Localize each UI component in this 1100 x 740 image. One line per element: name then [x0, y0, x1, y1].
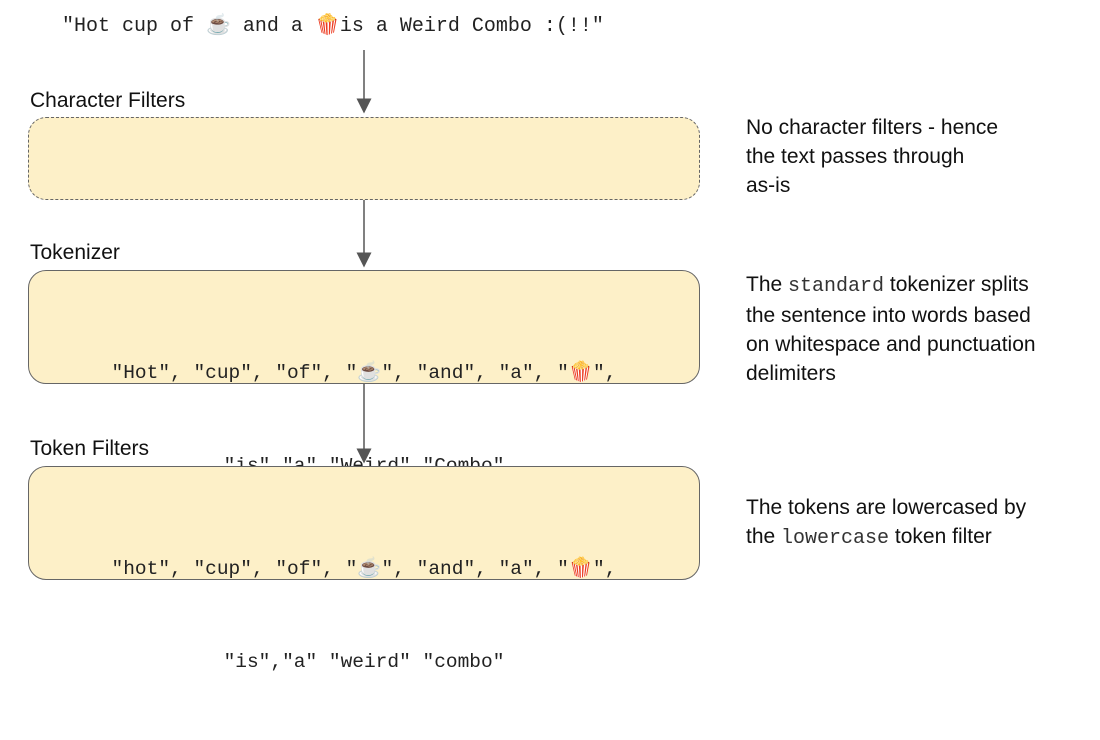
tokenizer-code-standard: standard: [788, 275, 885, 298]
token-filters-label: Token Filters: [30, 437, 150, 460]
token-filters-tokens-line-1: "hot", "cup", "of", "☕", "and", "a", "🍿"…: [111, 558, 617, 580]
input-sentence: "Hot cup of ☕ and a 🍿is a Weird Combo :(…: [62, 15, 604, 38]
char-filters-note-line-3: as-is: [746, 174, 791, 197]
tokenizer-note-line-1: The standard tokenizer splits: [746, 270, 1036, 301]
tokenizer-note-prefix: The: [746, 273, 789, 296]
flow-arrows: [356, 50, 372, 464]
token-filters-box: "hot", "cup", "of", "☕", "and", "a", "🍿"…: [28, 466, 700, 673]
tokenizer-tokens-line-1: "Hot", "cup", "of", "☕", "and", "a", "🍿"…: [111, 362, 617, 384]
token-filters-note-line-2: the lowercase token filter: [746, 522, 1026, 553]
tokenizer-note-line-3: on whitespace and punctuation: [746, 333, 1036, 356]
token-filters-tokens-line-2: "is","a" "weird" "combo": [223, 651, 505, 673]
tokenizer-note-suffix: tokenizer splits: [884, 273, 1029, 296]
tokenizer-note-line-4: delimiters: [746, 362, 836, 385]
token-filters-note-prefix: the: [746, 525, 782, 548]
tokenizer-label: Tokenizer: [30, 241, 120, 264]
token-filters-note-suffix: token filter: [889, 525, 992, 548]
char-filters-note-line-1: No character filters - hence: [746, 116, 999, 139]
tokenizer-note: The standard tokenizer splits the senten…: [746, 270, 1036, 388]
tokenizer-note-line-2: the sentence into words based: [746, 304, 1031, 327]
token-filters-note-line-1: The tokens are lowercased by: [746, 496, 1027, 519]
tokenizer-box: "Hot", "cup", "of", "☕", "and", "a", "🍿"…: [28, 270, 700, 477]
char-filters-note-line-2: the text passes through: [746, 145, 965, 168]
char-filters-note: No character filters - hence the text pa…: [746, 113, 998, 200]
char-filters-box: [28, 117, 700, 200]
token-filters-code-lowercase: lowercase: [781, 527, 890, 550]
token-filters-tokens: "hot", "cup", "of", "☕", "and", "a", "🍿"…: [29, 492, 699, 740]
char-filters-label: Character Filters: [30, 89, 186, 112]
token-filters-note: The tokens are lowercased by the lowerca…: [746, 493, 1026, 553]
